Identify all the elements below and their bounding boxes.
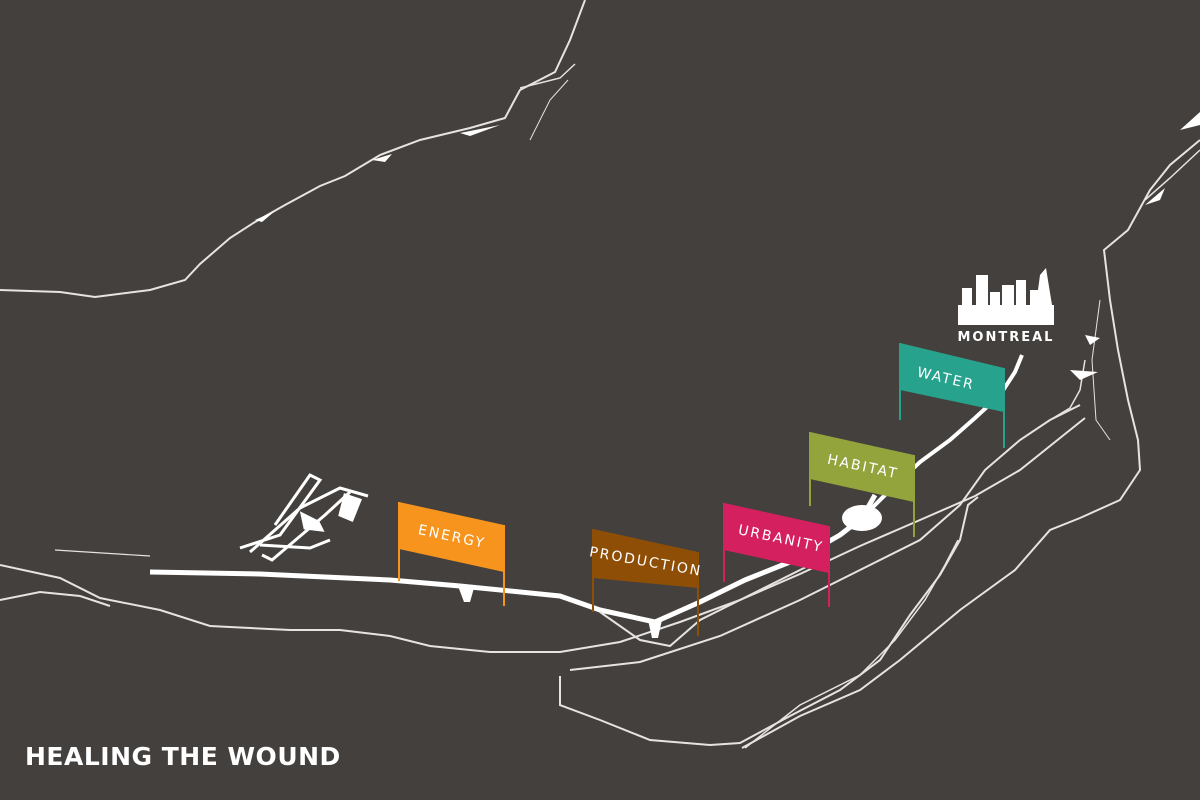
flag-banner <box>724 503 829 573</box>
south-river <box>0 139 1200 749</box>
map-caption: HEALING THE WOUND <box>25 742 341 771</box>
north-river-islands <box>255 125 500 222</box>
corridor <box>149 354 1024 648</box>
port-complex <box>239 473 369 562</box>
flag-water: WATER <box>899 343 1005 448</box>
flag-production: PRODUCTION <box>588 529 703 636</box>
flag-urbanity: URBANITY <box>723 503 830 607</box>
flag-banner <box>399 502 504 572</box>
flag-energy: ENERGY <box>398 502 505 606</box>
flag-banner <box>593 529 698 588</box>
flag-habitat: HABITAT <box>809 432 915 537</box>
south-river-fragments <box>1070 112 1200 380</box>
flag-banner <box>900 343 1004 412</box>
city-label: MONTREAL <box>958 330 1055 345</box>
north-river <box>0 0 586 299</box>
skyline-icon <box>958 268 1054 325</box>
flag-banner <box>810 432 914 502</box>
